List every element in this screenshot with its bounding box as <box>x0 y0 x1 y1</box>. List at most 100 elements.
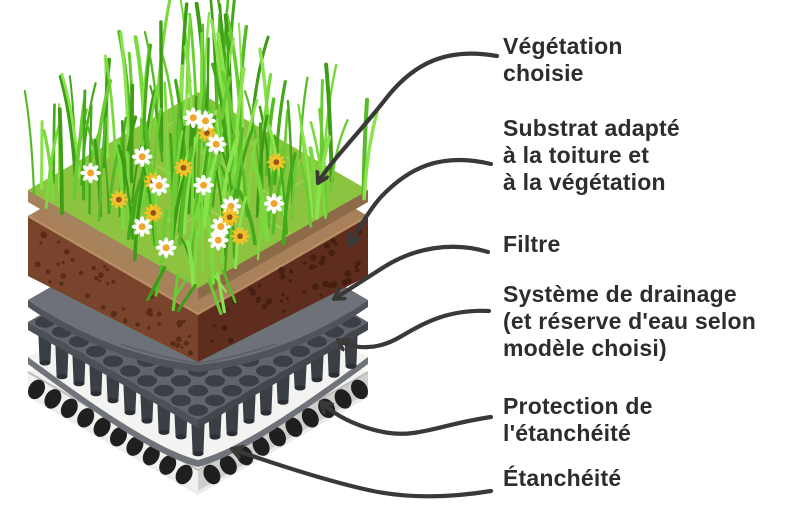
grass-blade <box>52 103 56 184</box>
drainage-peg <box>191 418 205 457</box>
substrate-speckle <box>98 279 102 283</box>
grass-blade <box>185 240 196 289</box>
substrate-speckle <box>60 273 67 279</box>
grass-flowers <box>80 107 286 259</box>
substrate-speckle <box>111 279 116 284</box>
label-vegetation: Végétation choisie <box>503 33 623 86</box>
substrate-speckle <box>285 296 289 301</box>
membrane-dot <box>219 455 237 475</box>
grass-blade <box>42 129 55 202</box>
daisy-flower-icon <box>80 162 101 184</box>
grass-blade <box>267 168 275 230</box>
grass-blade <box>107 132 126 215</box>
drainage-hole <box>86 345 106 358</box>
grass-blade <box>243 90 260 168</box>
substrate-speckle <box>255 296 262 302</box>
grass-blade <box>271 163 287 235</box>
substrate-speckle <box>330 281 338 288</box>
substrate-speckle <box>78 270 84 276</box>
substrate-speckle <box>227 337 234 344</box>
substrate-speckle <box>64 249 70 255</box>
substrate-speckle <box>39 241 43 245</box>
substrate-left-face <box>28 216 198 362</box>
daisy-flower-icon <box>205 133 227 155</box>
grass-blade <box>58 74 77 178</box>
substrate-speckle <box>354 264 358 269</box>
substrate-speckle <box>177 322 183 328</box>
substrate-speckle <box>281 309 286 313</box>
arrow-etancheite <box>229 449 494 499</box>
grass-blade <box>203 171 211 228</box>
drainage-hole <box>171 375 191 387</box>
substrate-speckle <box>328 249 336 257</box>
grass-blades <box>23 0 379 315</box>
substrate-speckle <box>148 312 153 317</box>
substrate-top-rim-line <box>27 215 369 316</box>
grass-blade <box>290 161 298 221</box>
membrane-dot <box>252 436 270 456</box>
filter-crease-line <box>119 343 277 365</box>
drainage-hole <box>188 404 208 416</box>
daisy-flower-icon <box>207 229 229 251</box>
grass-blade <box>178 146 194 246</box>
grass-blade <box>246 138 258 214</box>
membrane-dot <box>126 436 144 456</box>
grass-blade <box>23 89 36 195</box>
grass-blade <box>286 99 294 205</box>
grass-blade <box>329 119 349 192</box>
grass-blade <box>169 170 177 242</box>
drainage-hole <box>256 365 276 377</box>
grass-blade <box>298 76 309 160</box>
membrane-dot <box>60 398 78 419</box>
label-etancheite: Étanchéité <box>503 465 622 491</box>
grass-blade <box>258 105 272 188</box>
daisy-flower-icon <box>263 193 285 214</box>
grass-blade <box>149 84 164 163</box>
substrate-speckle <box>175 342 181 348</box>
label-protection: Protection de l'étanchéité <box>503 393 653 446</box>
substrate-speckle <box>225 308 229 312</box>
substrate-speckle <box>344 270 352 277</box>
substrate-speckle <box>258 284 262 288</box>
substrate-right-face <box>198 216 368 362</box>
grass-blade <box>160 208 169 264</box>
substrate-speckle <box>105 267 110 272</box>
protection-edge-face <box>28 357 368 467</box>
grass-blade <box>362 111 379 201</box>
yellow-flower-icon <box>266 153 286 172</box>
drainage-hole <box>120 365 140 377</box>
substrate-speckle <box>180 345 184 349</box>
substrate-speckle <box>310 254 317 261</box>
substrate-speckle <box>157 322 161 327</box>
grass-blade <box>68 75 77 169</box>
membrane-dot <box>159 455 177 475</box>
grass-blade <box>171 273 180 312</box>
drainage-hole <box>188 384 208 397</box>
membrane-dot <box>93 417 111 437</box>
grass-blade <box>221 269 237 304</box>
substrate-speckle <box>146 326 151 330</box>
membrane-dot <box>28 379 45 400</box>
substrate-speckle <box>57 240 60 244</box>
substrate-speckle <box>210 339 214 344</box>
grass-blade <box>237 189 257 246</box>
grass-rim-left <box>28 190 198 300</box>
substrate-speckle <box>261 303 268 310</box>
grass-blade <box>281 152 297 246</box>
label-substrat: Substrat adapté à la toiture et à la vég… <box>503 115 680 195</box>
drainage-left-edge <box>28 322 198 428</box>
substrate-speckle <box>323 242 331 249</box>
substrate-speckle <box>175 336 182 343</box>
membrane-dot <box>301 408 319 428</box>
membrane-dot <box>285 417 303 437</box>
substrate-speckle <box>355 268 360 273</box>
substrate-speckle <box>265 298 273 305</box>
substrate-speckle <box>84 293 90 299</box>
substrate-speckle <box>135 322 140 327</box>
substrate-speckle <box>121 307 126 311</box>
substrate-speckle <box>289 269 294 274</box>
drainage-hole <box>171 394 191 407</box>
substrate-speckle <box>248 286 253 291</box>
